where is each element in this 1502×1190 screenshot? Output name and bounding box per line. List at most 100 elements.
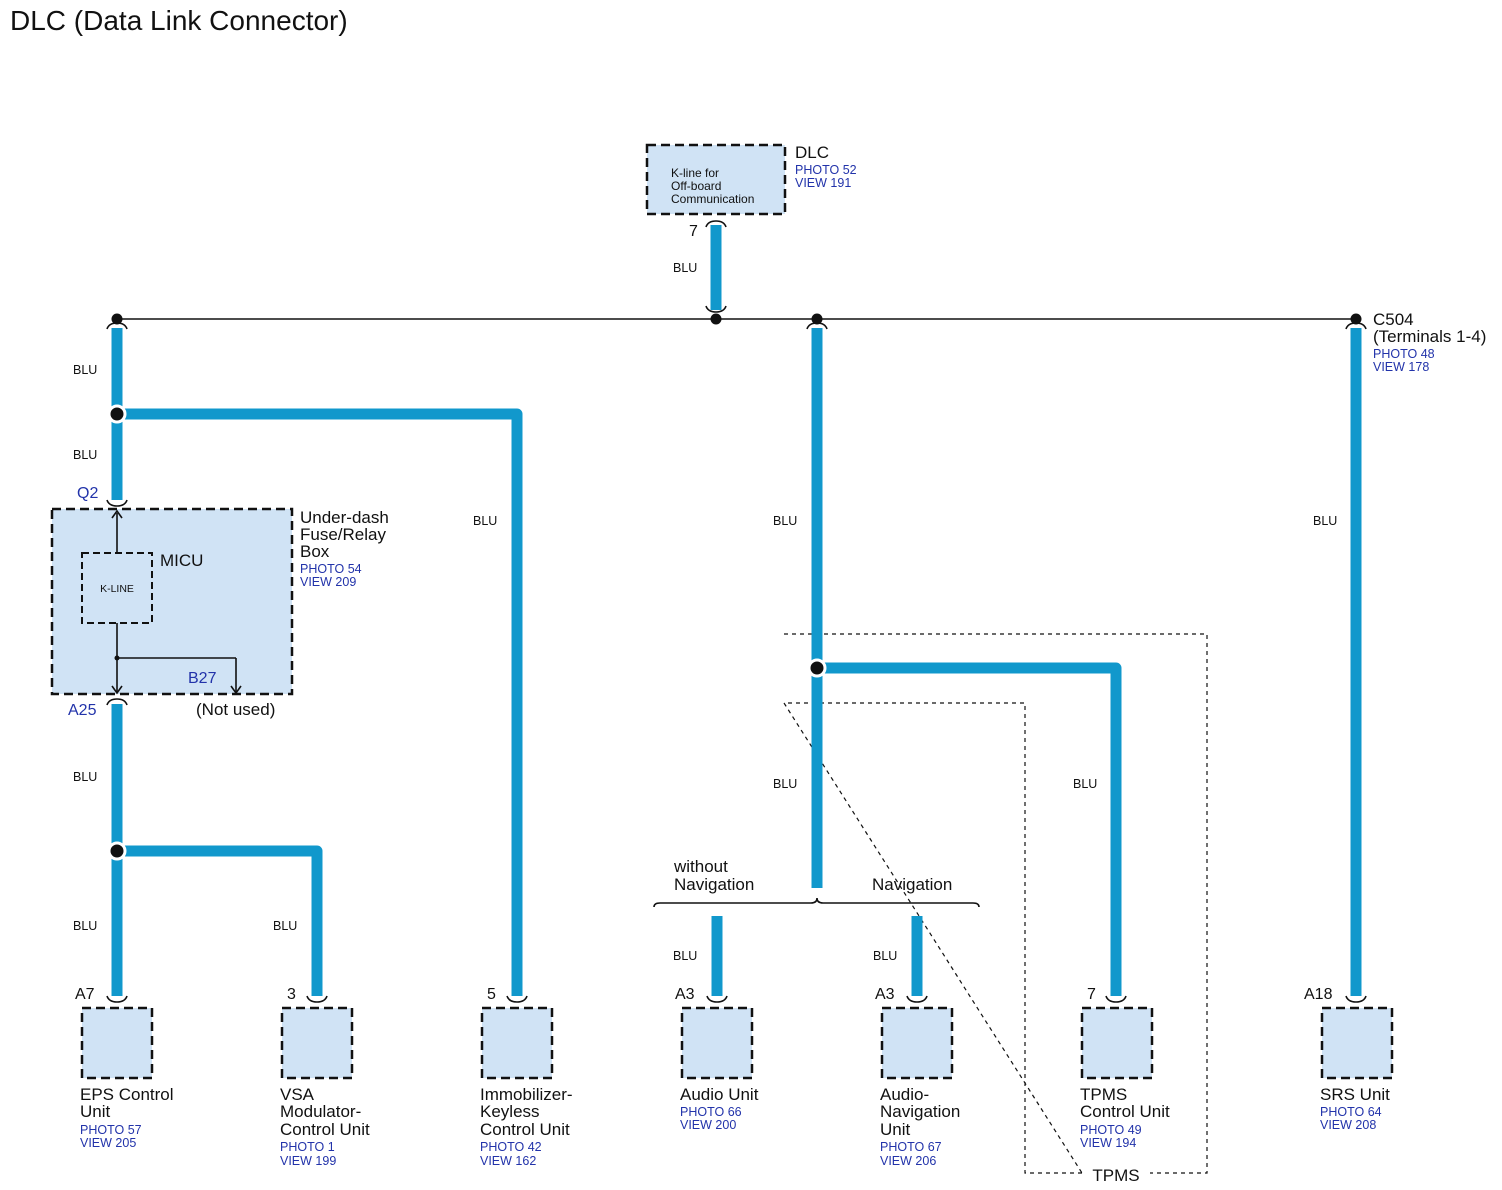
- splice-tpms: [807, 658, 827, 678]
- immobilizer-name-1: Immobilizer-: [480, 1085, 573, 1104]
- tpms-name-1: TPMS: [1080, 1085, 1127, 1104]
- tpms-name-2: Control Unit: [1080, 1102, 1170, 1121]
- audio-unit-photo: PHOTO 66: [680, 1105, 742, 1119]
- wire-color-labels: BLU BLU BLU BLU BLU BLU BLU BLU BLU BLU …: [73, 261, 1337, 963]
- micu-pin-q2: Q2: [77, 485, 98, 502]
- wire-label: BLU: [73, 363, 97, 377]
- component-vsa: 3 VSA Modulator- Control Unit PHOTO 1 VI…: [280, 986, 370, 1168]
- bus-node-dlc: [710, 313, 722, 325]
- immobilizer-pin: 5: [487, 986, 496, 1003]
- eps-view: VIEW 205: [80, 1136, 136, 1150]
- connector-caps: [106, 220, 1367, 1003]
- eps-name-2: Unit: [80, 1102, 111, 1121]
- nav-option-brace: [653, 897, 980, 908]
- wire-label: BLU: [1313, 514, 1337, 528]
- srs-name: SRS Unit: [1320, 1085, 1390, 1104]
- vsa-name-3: Control Unit: [280, 1120, 370, 1139]
- c504-photo: PHOTO 48: [1373, 347, 1435, 361]
- dlc-box-line-3: Communication: [671, 192, 754, 206]
- audio-unit-view: VIEW 200: [680, 1118, 736, 1132]
- audio-nav-name-1: Audio-: [880, 1085, 929, 1104]
- micu-pin-a25: A25: [68, 702, 97, 719]
- audio-nav-photo: PHOTO 67: [880, 1140, 942, 1154]
- eps-photo: PHOTO 57: [80, 1123, 142, 1137]
- vsa-name-2: Modulator-: [280, 1102, 361, 1121]
- without-nav-label-1: without: [673, 857, 728, 876]
- component-immobilizer: 5 Immobilizer- Keyless Control Unit PHOT…: [480, 986, 573, 1168]
- wire-label: BLU: [73, 770, 97, 784]
- wire-immobilizer: [117, 408, 523, 996]
- micu-junction: [114, 655, 120, 661]
- dlc-name: DLC: [795, 143, 829, 162]
- dlc-box-line-2: Off-board: [671, 179, 721, 193]
- tpms-view: VIEW 194: [1080, 1136, 1136, 1150]
- eps-name-1: EPS Control: [80, 1085, 174, 1104]
- vsa-box: [280, 1006, 354, 1080]
- tpms-box: [1080, 1006, 1154, 1080]
- wire-tpms: [817, 662, 1122, 996]
- dlc-photo: PHOTO 52: [795, 163, 857, 177]
- micu-name: MICU: [160, 551, 203, 570]
- dlc-box: [645, 143, 787, 216]
- fuse-box-photo: PHOTO 54: [300, 562, 362, 576]
- wire-label: BLU: [73, 448, 97, 462]
- audio-nav-view: VIEW 206: [880, 1154, 936, 1168]
- audio-nav-box: [880, 1006, 954, 1080]
- bus-node-c504: [1350, 313, 1362, 325]
- component-audio-unit: A3 Audio Unit PHOTO 66 VIEW 200: [675, 986, 759, 1132]
- fuse-box-name-2: Fuse/Relay: [300, 525, 386, 544]
- micu-kline-label: K-LINE: [100, 583, 134, 595]
- srs-photo: PHOTO 64: [1320, 1105, 1382, 1119]
- component-eps: A7 EPS Control Unit PHOTO 57 VIEW 205: [75, 986, 174, 1150]
- immobilizer-view: VIEW 162: [480, 1154, 536, 1168]
- audio-unit-box: [680, 1006, 754, 1080]
- audio-nav-name-2: Navigation: [880, 1102, 960, 1121]
- audio-nav-name-3: Unit: [880, 1120, 911, 1139]
- wire-label: BLU: [473, 514, 497, 528]
- bus-node-center: [811, 313, 823, 325]
- vsa-name-1: VSA: [280, 1085, 315, 1104]
- splice-vsa: [107, 841, 127, 861]
- audio-nav-pin: A3: [875, 986, 895, 1003]
- dlc-pin: 7: [689, 223, 698, 240]
- tpms-photo: PHOTO 49: [1080, 1123, 1142, 1137]
- wire-vsa: [117, 845, 323, 996]
- c504-name: C504: [1373, 310, 1414, 329]
- dlc-box-line-1: K-line for: [671, 166, 719, 180]
- tpms-pin: 7: [1087, 986, 1096, 1003]
- micu-not-used: (Not used): [196, 700, 275, 719]
- immobilizer-photo: PHOTO 42: [480, 1140, 542, 1154]
- vsa-photo: PHOTO 1: [280, 1140, 335, 1154]
- under-dash-fuse-box: [50, 507, 294, 696]
- fuse-box-name-3: Box: [300, 542, 330, 561]
- fuse-box-name-1: Under-dash: [300, 508, 389, 527]
- wire-label: BLU: [873, 949, 897, 963]
- wire-label: BLU: [273, 919, 297, 933]
- immobilizer-box: [480, 1006, 554, 1080]
- fuse-box-view: VIEW 209: [300, 575, 356, 589]
- without-nav-label-2: Navigation: [674, 875, 754, 894]
- micu-pin-b27: B27: [188, 670, 217, 687]
- wire-label: BLU: [673, 261, 697, 275]
- component-srs: A18 SRS Unit PHOTO 64 VIEW 208: [1304, 986, 1394, 1132]
- srs-box: [1320, 1006, 1394, 1080]
- immobilizer-name-2: Keyless: [480, 1102, 540, 1121]
- srs-pin: A18: [1304, 986, 1333, 1003]
- immobilizer-name-3: Control Unit: [480, 1120, 570, 1139]
- component-tpms: 7 TPMS Control Unit PHOTO 49 VIEW 194: [1080, 986, 1170, 1150]
- tpms-option-region: [782, 633, 1208, 1174]
- audio-unit-pin: A3: [675, 986, 695, 1003]
- page-title: DLC (Data Link Connector): [10, 5, 348, 36]
- wire-label: BLU: [773, 777, 797, 791]
- c504-view: VIEW 178: [1373, 360, 1429, 374]
- eps-box: [80, 1006, 154, 1080]
- splice-immobilizer: [107, 404, 127, 424]
- wire-label: BLU: [673, 949, 697, 963]
- vsa-view: VIEW 199: [280, 1154, 336, 1168]
- eps-pin: A7: [75, 986, 95, 1003]
- vsa-pin: 3: [287, 986, 296, 1003]
- dlc-view: VIEW 191: [795, 176, 851, 190]
- audio-unit-name: Audio Unit: [680, 1085, 759, 1104]
- c504-terminals: (Terminals 1-4): [1373, 327, 1486, 346]
